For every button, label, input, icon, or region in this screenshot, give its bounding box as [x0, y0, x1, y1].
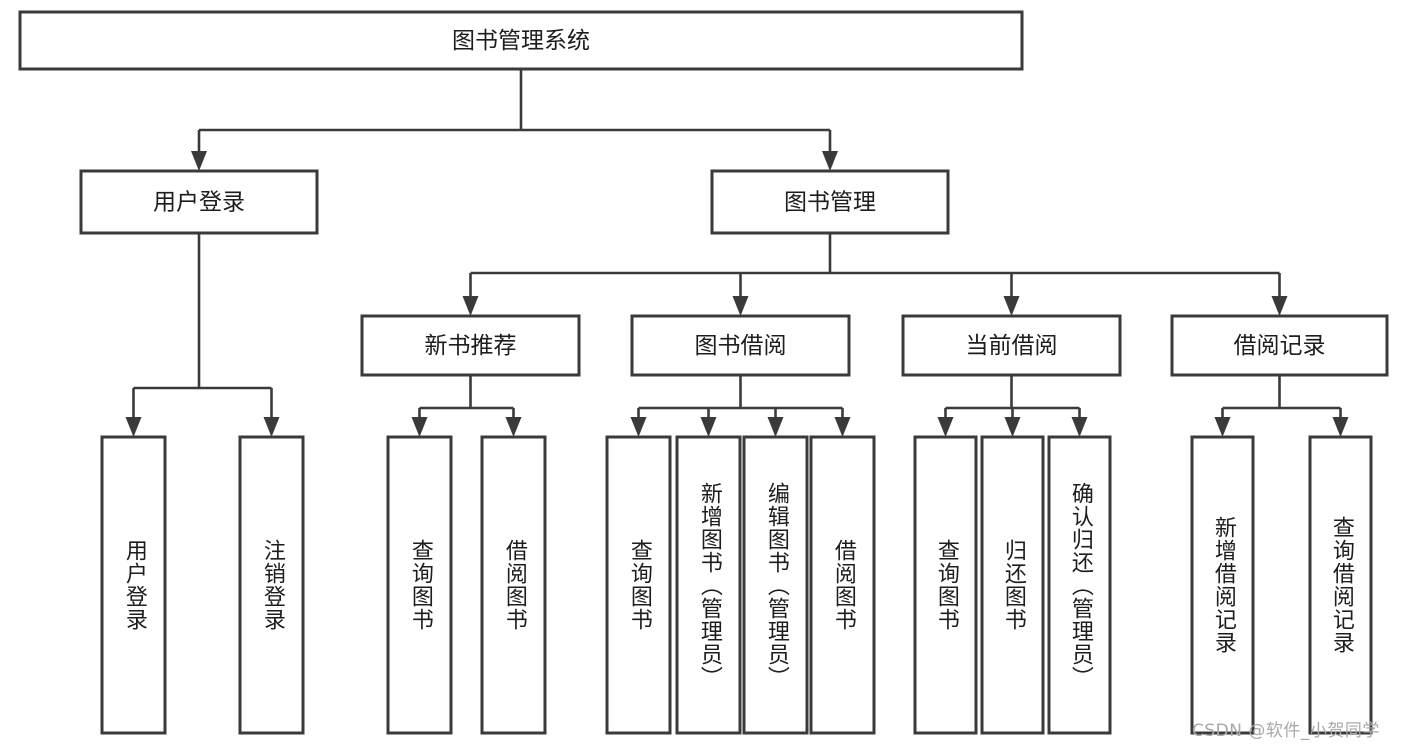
node-label-图书借阅-l3: 图书借阅 — [695, 333, 787, 359]
node-box-leaf-6[interactable] — [742, 435, 809, 735]
arrow-head-down — [1214, 417, 1231, 437]
node-label-借阅记录-l3: 借阅记录 — [1234, 333, 1326, 359]
arrow-head-down — [834, 417, 851, 437]
arrow-head-down — [700, 417, 717, 437]
node-box-layer — [18, 10, 1389, 735]
node-box-root[interactable] — [18, 10, 1024, 71]
arrow-head-down — [1071, 417, 1088, 437]
node-label-root: 图书管理系统 — [452, 28, 590, 54]
node-box-用户登录-l2[interactable] — [79, 169, 319, 235]
node-box-leaf-12[interactable] — [1308, 435, 1373, 735]
node-box-当前借阅-l3[interactable] — [901, 314, 1122, 377]
node-box-新书推荐-l3[interactable] — [360, 314, 581, 377]
connector-layer — [125, 69, 1349, 437]
node-box-leaf-0[interactable] — [100, 435, 167, 735]
arrow-head-down — [191, 151, 207, 171]
arrow-head-down — [937, 417, 954, 437]
arrow-head-down — [505, 417, 522, 437]
node-label-新书推荐-l3: 新书推荐 — [425, 333, 517, 359]
arrow-head-down — [1003, 296, 1020, 316]
arrow-head-down — [1004, 417, 1021, 437]
watermark-text: CSDN @软件_小贺同学 — [1192, 721, 1380, 741]
arrow-head-down — [125, 417, 142, 437]
node-box-leaf-7[interactable] — [809, 435, 876, 735]
node-box-leaf-11[interactable] — [1190, 435, 1255, 735]
arrow-head-down — [462, 296, 479, 316]
node-box-leaf-4[interactable] — [605, 435, 672, 735]
arrow-head-down — [411, 417, 428, 437]
node-box-leaf-5[interactable] — [675, 435, 742, 735]
arrow-head-down — [263, 417, 280, 437]
node-box-图书借阅-l3[interactable] — [630, 314, 851, 377]
node-label-图书管理-l2: 图书管理 — [784, 190, 876, 216]
node-box-leaf-9[interactable] — [980, 435, 1045, 735]
node-box-leaf-2[interactable] — [386, 435, 453, 735]
node-box-leaf-8[interactable] — [913, 435, 978, 735]
node-box-leaf-3[interactable] — [480, 435, 547, 735]
node-label-用户登录-l2: 用户登录 — [153, 190, 245, 216]
node-box-leaf-1[interactable] — [238, 435, 305, 735]
arrow-head-down — [1271, 296, 1288, 316]
node-box-图书管理-l2[interactable] — [710, 169, 950, 235]
arrow-head-down — [822, 151, 838, 171]
node-box-leaf-10[interactable] — [1047, 435, 1112, 735]
node-label-当前借阅-l3: 当前借阅 — [966, 333, 1058, 359]
arrow-head-down — [767, 417, 784, 437]
arrow-head-down — [1332, 417, 1349, 437]
arrow-head-down — [630, 417, 647, 437]
arrow-head-down — [732, 296, 749, 316]
node-box-借阅记录-l3[interactable] — [1170, 314, 1389, 377]
